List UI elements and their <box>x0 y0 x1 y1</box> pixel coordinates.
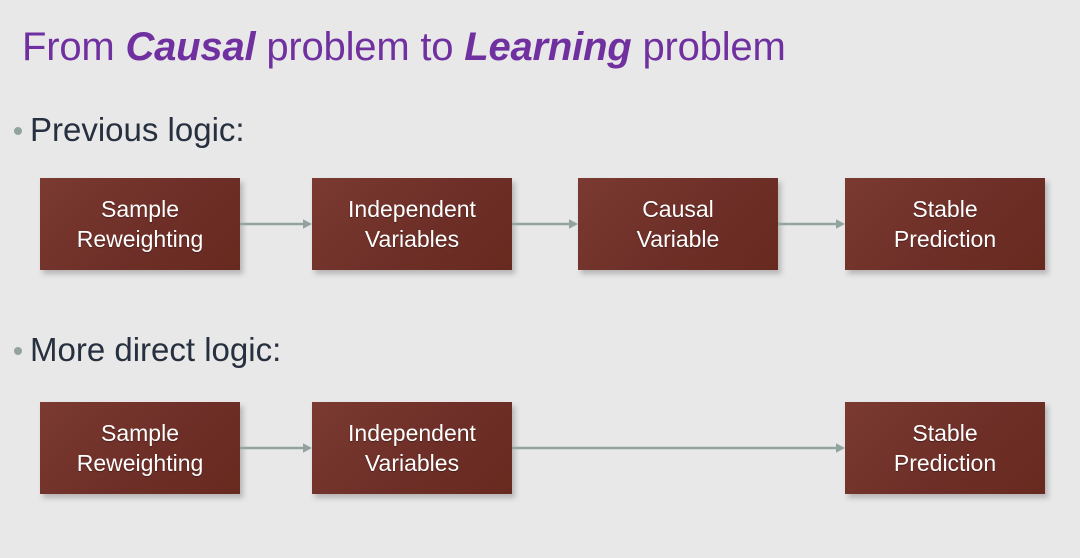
flow-node-line2: Prediction <box>893 226 997 252</box>
flow-arrow-icon <box>512 217 578 231</box>
flow-node-causal-variable-row1[interactable]: Causal Variable <box>578 178 778 270</box>
flow-node-independent-variables-row2[interactable]: Independent Variables <box>312 402 512 494</box>
flow-node-line1: Sample <box>101 196 179 222</box>
flow-node-line1: Stable <box>912 420 978 446</box>
flow-arrow-icon <box>240 217 312 231</box>
title-segment-2: problem to <box>255 25 465 69</box>
title-emphasis-learning: Learning <box>464 25 632 69</box>
bullet-label: Previous logic: <box>30 111 245 148</box>
flow-node-line1: Stable <box>912 196 978 222</box>
flow-node-stable-prediction-row1[interactable]: Stable Prediction <box>845 178 1045 270</box>
title-emphasis-causal: Causal <box>125 25 256 69</box>
flow-arrow-icon <box>778 217 845 231</box>
flow-node-line1: Independent <box>348 420 476 446</box>
bullet-previous-logic: Previous logic: <box>14 108 245 152</box>
page-title: From Causal problem to Learning problem <box>22 21 786 73</box>
bullet-dot-icon <box>14 347 22 355</box>
flow-node-line2: Reweighting <box>76 226 204 252</box>
flow-arrow-long-icon <box>512 441 845 455</box>
title-segment-1: From <box>22 25 126 69</box>
flow-node-line2: Variable <box>636 226 720 252</box>
title-segment-3: problem <box>631 25 786 69</box>
flow-node-line1: Sample <box>101 420 179 446</box>
bullet-more-direct-logic: More direct logic: <box>14 328 281 372</box>
flow-node-sample-reweighting-row2[interactable]: Sample Reweighting <box>40 402 240 494</box>
flow-node-line2: Prediction <box>893 450 997 476</box>
flow-arrow-icon <box>240 441 312 455</box>
flow-node-sample-reweighting-row1[interactable]: Sample Reweighting <box>40 178 240 270</box>
flow-node-independent-variables-row1[interactable]: Independent Variables <box>312 178 512 270</box>
flow-node-stable-prediction-row2[interactable]: Stable Prediction <box>845 402 1045 494</box>
flow-node-line1: Independent <box>348 196 476 222</box>
flow-node-line2: Reweighting <box>76 450 204 476</box>
flow-node-line2: Variables <box>364 450 460 476</box>
bullet-label: More direct logic: <box>30 331 282 368</box>
bullet-dot-icon <box>14 127 22 135</box>
flow-node-line2: Variables <box>364 226 460 252</box>
flow-node-line1: Causal <box>642 196 714 222</box>
